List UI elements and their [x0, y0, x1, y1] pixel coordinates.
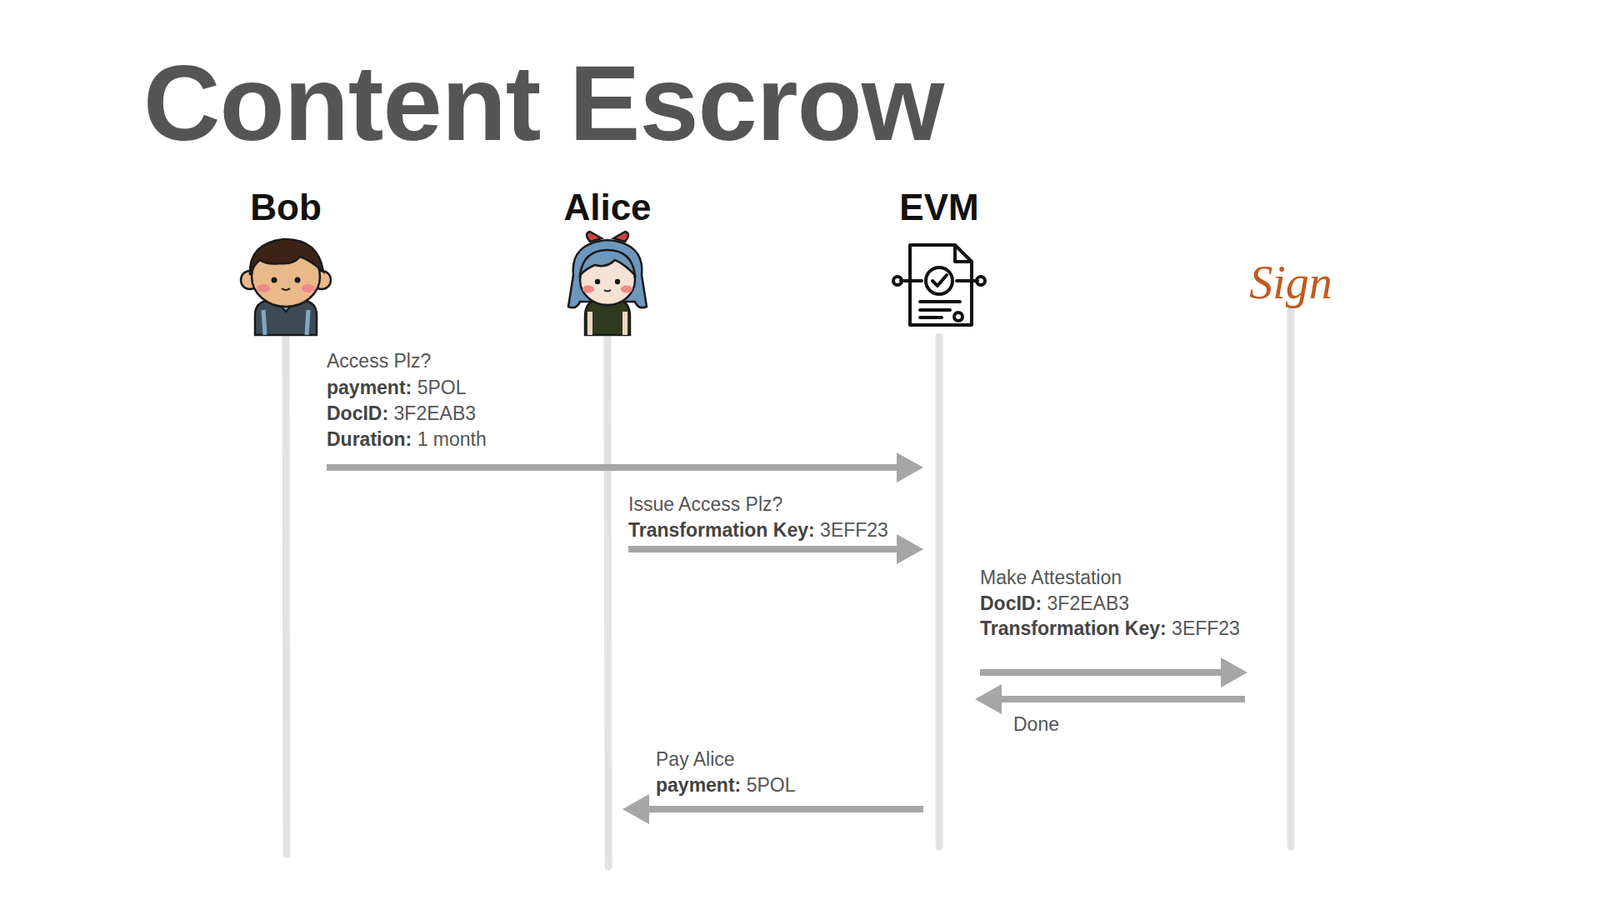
- message-detail: Transformation Key:3EFF23: [980, 616, 1240, 640]
- participant-node: Sign: [1244, 254, 1338, 311]
- field-name: payment:: [655, 774, 741, 796]
- message-detail: DocID:3F2EAB3: [980, 591, 1130, 615]
- participant-name: Alice: [556, 185, 658, 230]
- field-name: Transformation Key:: [980, 617, 1167, 640]
- field-value: 3EFF23: [1171, 617, 1240, 640]
- message-label: Access Plz?: [326, 349, 431, 373]
- message-label: Done: [1013, 712, 1060, 736]
- participant-node: Bob: [243, 185, 329, 230]
- message-detail: payment:5POL: [326, 375, 467, 400]
- bob-avatar: [240, 239, 331, 335]
- message-detail: Duration:1 month: [326, 427, 487, 451]
- message-detail: Transformation Key:3EFF23: [628, 518, 889, 542]
- participant-name: Bob: [243, 185, 329, 230]
- message-arrow: [326, 452, 924, 483]
- field-value: 5POL: [746, 774, 796, 796]
- field-value: 3EFF23: [820, 519, 889, 541]
- participant-node: Alice: [556, 185, 658, 230]
- message-detail: DocID:3F2EAB3: [326, 401, 476, 425]
- message-arrow: [975, 684, 1245, 715]
- field-value: 1 month: [417, 428, 487, 450]
- message-detail: payment:5POL: [655, 773, 796, 797]
- participant-node: EVM: [892, 185, 985, 230]
- diagram-title: Content Escrow: [143, 50, 944, 157]
- alice-avatar: [568, 231, 647, 335]
- message-arrow: [622, 794, 924, 825]
- field-name: Transformation Key:: [628, 519, 815, 541]
- lifelines: [285, 308, 1291, 867]
- field-name: DocID:: [980, 592, 1042, 615]
- field-value: 5POL: [417, 376, 467, 399]
- message-label: Issue Access Plz?: [628, 492, 783, 516]
- sign-logo: Sign: [1244, 254, 1338, 311]
- field-value: 3F2EAB3: [394, 402, 476, 425]
- contract-icon: [893, 245, 985, 325]
- participant-name: EVM: [892, 185, 985, 230]
- message-arrow: [980, 657, 1248, 688]
- field-name: DocID:: [326, 402, 389, 425]
- field-name: Duration:: [326, 428, 412, 450]
- field-value: 3F2EAB3: [1047, 592, 1130, 615]
- message-label: Make Attestation: [980, 565, 1122, 590]
- field-name: payment:: [326, 376, 412, 399]
- message-label: Pay Alice: [655, 747, 735, 771]
